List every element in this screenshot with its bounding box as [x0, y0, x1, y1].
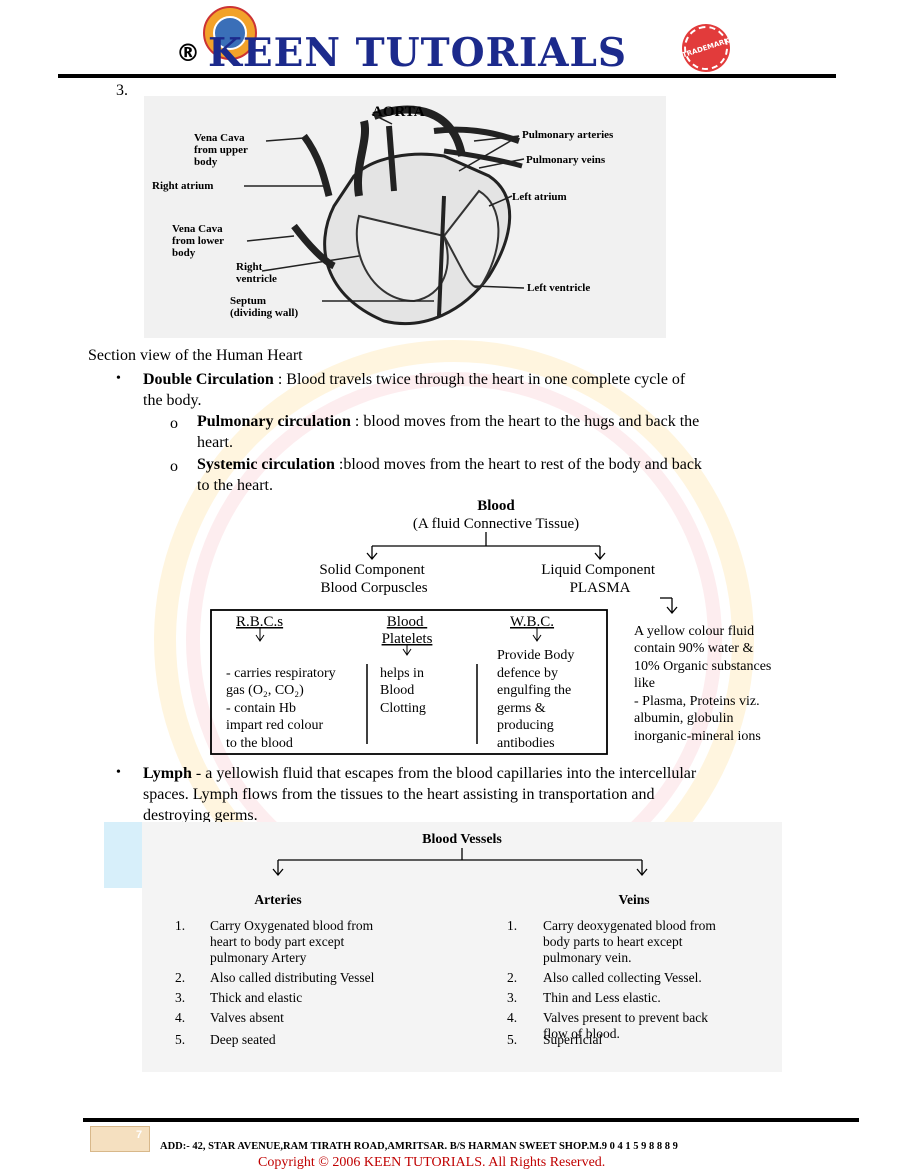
vein-point-number: 3. [507, 990, 517, 1005]
artery-point-number: 3. [175, 990, 185, 1005]
vein-point-line: body parts to heart except [543, 934, 683, 949]
artery-point-number: 2. [175, 970, 185, 985]
bullet-systemic-circulation: Systemic circulation :blood moves from t… [197, 456, 702, 494]
blood-subtitle: (A fluid Connective Tissue) [413, 516, 579, 532]
svg-text:Right ventricle: Right ventricle [236, 261, 277, 285]
svg-text:A yellow colour fluid cont: A yellow colour fluid contain 90% water … [634, 624, 775, 744]
page-number: 7 [136, 1129, 143, 1141]
footer-divider [83, 1118, 859, 1122]
label-right-atrium: Right atrium [152, 180, 213, 192]
sub-bullet-icon: o [170, 458, 178, 475]
vein-point-number: 1. [507, 918, 517, 933]
page-number-tab [90, 1126, 150, 1152]
svg-text:Provide Body defence by: Provide Body defence by engulfing the ge… [497, 648, 578, 751]
svg-text:Vena Cava from upper b: Vena Cava from upper body [194, 132, 250, 168]
label-pulmonary-arteries: Pulmonary arteries [522, 129, 614, 141]
artery-point-number: 4. [175, 1010, 185, 1025]
bullet-dot: • [116, 765, 121, 780]
artery-point-line: Carry Oxygenated blood from [210, 918, 374, 933]
svg-text:helps in Blood Clottin: helps in Blood Clotting [380, 666, 427, 716]
svg-text:Veins: Veins [618, 892, 649, 907]
svg-text:Blood Platelets: Blood Platelets [382, 614, 433, 647]
vein-point-number: 5. [507, 1032, 517, 1047]
label-left-ventricle: Left ventricle [527, 282, 590, 294]
vein-point-line: Valves present to prevent back [543, 1010, 708, 1025]
artery-point-line: Deep seated [210, 1032, 276, 1047]
footer-address: ADD:- 42, STAR AVENUE,RAM TIRATH ROAD,AM… [160, 1141, 678, 1152]
svg-text:Solid Component Blood Corp: Solid Component Blood Corpuscles [319, 562, 428, 596]
artery-point-line: Valves absent [210, 1010, 284, 1025]
artery-point-line: pulmonary Artery [210, 950, 307, 965]
vein-point-line: Carry deoxygenated blood from [543, 918, 716, 933]
bullet-pulmonary-circulation: Pulmonary circulation : blood moves from… [197, 413, 700, 451]
artery-point-line: Also called distributing Vessel [210, 970, 375, 985]
registered-symbol: ® [176, 39, 200, 67]
label-left-atrium: Left atrium [512, 191, 567, 203]
label-aorta: AORTA [372, 104, 425, 120]
vein-point-number: 2. [507, 970, 517, 985]
vein-point-number: 4. [507, 1010, 517, 1025]
vessels-title: Blood Vessels [422, 832, 502, 847]
blood-title: Blood [477, 498, 515, 514]
vein-point-line: Thin and Less elastic. [543, 990, 661, 1005]
header-brand: ® KEEN TUTORIALS [176, 28, 627, 78]
trademark-badge-icon: TRADEMARK [678, 20, 734, 76]
svg-text:R.B.C.s: R.B.C.s [236, 614, 283, 630]
vein-point-line: pulmonary vein. [543, 950, 631, 965]
label-pulmonary-veins: Pulmonary veins [526, 154, 606, 166]
institute-seal-icon [203, 6, 257, 60]
artery-point-number: 1. [175, 918, 185, 933]
artery-point-number: 5. [175, 1032, 185, 1047]
vein-point-line: Superficial [543, 1032, 602, 1047]
footer-copyright: Copyright © 2006 KEEN TUTORIALS. All Rig… [258, 1155, 606, 1170]
header-title: KEEN TUTORIALS [208, 30, 628, 76]
svg-text:Arteries: Arteries [254, 892, 301, 907]
vein-point-line: flow of blood. [543, 1026, 620, 1041]
svg-text:- carries respiratory gas: - carries respiratory gas (O₂, CO₂) - co… [226, 666, 339, 751]
bullet-lymph: Lymph - a yellowish fluid that escapes f… [143, 765, 697, 824]
blood-vessels-chart: Blood Vessels Arteries Veins 1. Carry Oxy… [142, 822, 782, 1072]
heart-diagram: AORTA Vena Cava from upper body Right at… [144, 96, 666, 338]
diagram-caption: Section view of the Human Heart [88, 347, 303, 364]
blood-classification-chart: Blood (A fluid Connective Tissue) Solid … [210, 498, 775, 755]
svg-text:Vena Cava from lower b: Vena Cava from lower body [172, 223, 227, 259]
item-number: 3. [116, 82, 128, 99]
bullet-double-circulation: Double Circulation : Blood travels twice… [143, 371, 686, 409]
svg-text:W.B.C.: W.B.C. [510, 614, 554, 630]
bullet-dot: • [116, 371, 121, 386]
svg-text:Liquid Component PLASMA: Liquid Component PLASMA [541, 562, 659, 596]
artery-point-line: heart to body part except [210, 934, 344, 949]
svg-text:Septum (dividing wall): Septum (dividing wall) [230, 295, 298, 319]
vein-point-line: Also called collecting Vessel. [543, 970, 702, 985]
artery-point-line: Thick and elastic [210, 990, 302, 1005]
header-divider [58, 74, 836, 78]
sub-bullet-icon: o [170, 415, 178, 432]
